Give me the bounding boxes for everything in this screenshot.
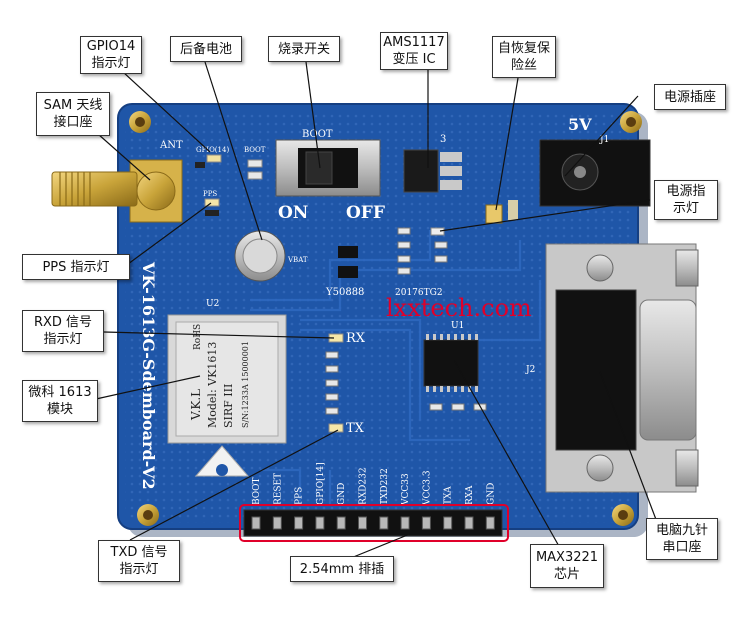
burn-switch — [275, 139, 381, 197]
silk-date-code: 20176TG2 — [395, 288, 443, 298]
boot-led — [247, 159, 263, 168]
silk-vbat: VBAT — [287, 256, 308, 264]
silk-pps-label: PPS — [203, 190, 217, 198]
capacitor — [508, 200, 518, 220]
header-pin — [400, 516, 410, 530]
pps-led — [204, 198, 220, 207]
header-pin — [485, 516, 495, 530]
silk-j2: J2 — [525, 365, 535, 375]
mounting-hole — [129, 111, 151, 133]
ams1117-regulator — [403, 149, 462, 193]
header-pin — [336, 516, 346, 530]
header-pin-label: VCC3.3 — [422, 470, 432, 506]
header-pin-label: GND — [337, 483, 347, 505]
mounting-hole — [137, 504, 159, 526]
header-pin-label: TXD232 — [380, 468, 390, 505]
callout-gpio14-led: GPIO14 指示灯 — [80, 36, 142, 74]
silk-boot: BOOT — [302, 129, 333, 140]
header-pin-label: RESET — [273, 473, 283, 505]
header-pin-label: BOOT — [252, 477, 262, 505]
callout-ams1117: AMS1117 变压 IC — [380, 32, 448, 70]
callout-header: 2.54mm 排插 — [290, 556, 394, 582]
silk-j1: J1 — [599, 135, 609, 145]
header-pin-label: RXA — [465, 485, 475, 505]
silk-boot-small: BOOT — [244, 146, 266, 154]
mounting-hole — [612, 504, 634, 526]
silk-off: OFF — [346, 203, 385, 223]
pin-header — [243, 509, 503, 537]
header-pin-label: GND — [486, 483, 496, 505]
callout-txd-led: TXD 信号 指示灯 — [98, 540, 180, 582]
backup-battery — [234, 230, 286, 282]
header-pin-label: RXD232 — [359, 467, 369, 505]
callout-max3221: MAX3221 芯片 — [530, 544, 604, 588]
callout-backup-battery: 后备电池 — [170, 36, 242, 62]
resistor — [205, 210, 219, 216]
header-pin-label: TXA — [444, 486, 454, 505]
silk-batt-code: Y50888 — [325, 287, 364, 298]
diode — [338, 246, 358, 258]
callout-pps-led: PPS 指示灯 — [22, 254, 130, 280]
callout-rxd-led: RXD 信号 指示灯 — [22, 310, 104, 352]
silk-5v: 5V — [568, 115, 592, 134]
callout-db9: 电脑九针 串口座 — [646, 518, 718, 560]
header-pin-label: GPIO[14] — [316, 462, 326, 505]
leader-lines — [95, 59, 661, 561]
header-highlight-box — [239, 504, 509, 542]
power-jack — [539, 139, 651, 207]
header-pin-label: PPS — [295, 487, 305, 505]
header-pin-label: VCC33 — [401, 473, 411, 506]
silk-tx: TX — [346, 421, 365, 436]
header-pin-labels: BOOT RESET PPS GPIO[14] GND RXD232 TXD232 VCC33… — [252, 462, 496, 506]
header-pin — [272, 516, 282, 530]
module-brand: V.K.L — [189, 389, 203, 421]
tx-led — [328, 423, 344, 433]
boot-led — [247, 171, 263, 180]
module-model: Model: VK1613 — [206, 342, 219, 428]
module-rohs: RoHS — [193, 324, 203, 350]
header-pin — [251, 516, 261, 530]
header-pin — [443, 516, 453, 530]
module-serial: S/N:1233A 15000001 — [241, 341, 250, 428]
callout-power-socket: 电源插座 — [654, 84, 726, 110]
ant-label: ANT — [159, 140, 183, 151]
header-pin — [464, 516, 474, 530]
diode — [338, 266, 358, 278]
silk-on: ON — [278, 203, 308, 223]
silk-rx: RX — [346, 331, 366, 346]
header-pin — [315, 516, 325, 530]
max3221-chip — [423, 334, 479, 392]
watermark: lxxtech.com — [386, 294, 532, 322]
power-led — [430, 227, 445, 236]
header-pin — [358, 516, 367, 530]
header-pin — [379, 516, 389, 530]
gpio14-led — [206, 154, 222, 163]
callout-fuse: 自恢复保 险丝 — [492, 36, 556, 78]
callout-sma: SAM 天线 接口座 — [36, 92, 110, 136]
module-chip: SIRF III — [222, 384, 235, 428]
callout-burn-switch: 烧录开关 — [268, 36, 340, 62]
silk-board-name: VK-1613G-Sdemboard-V2 — [139, 261, 158, 490]
mounting-hole — [620, 111, 642, 133]
resistor — [195, 162, 205, 168]
resettable-fuse — [485, 204, 503, 224]
db9-connector — [545, 243, 699, 493]
silk-gpio-label: GPIO(14) — [196, 146, 229, 154]
silk-u2: U2 — [206, 299, 219, 309]
silk-u3: 3 — [440, 134, 446, 145]
callout-module: 微科 1613 模块 — [22, 380, 98, 422]
header-pin — [294, 516, 304, 530]
header-pin — [421, 516, 431, 530]
silk-u1: U1 — [451, 321, 464, 331]
callout-power-led: 电源指 示灯 — [654, 180, 718, 220]
